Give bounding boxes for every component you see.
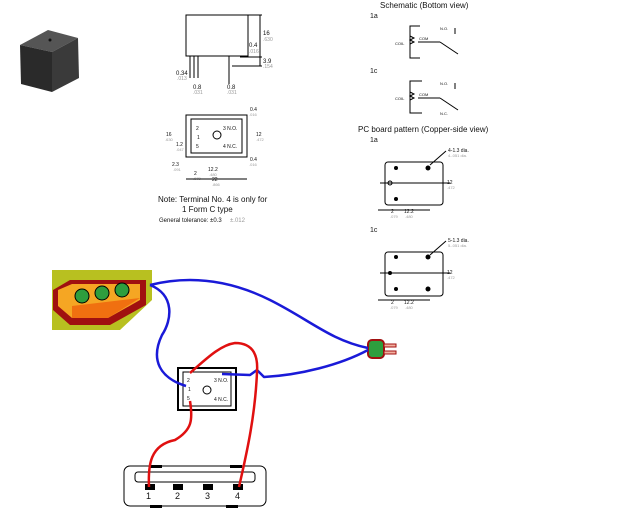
dim-top-in: .016 [249, 112, 258, 117]
power-strip-icon [52, 270, 152, 330]
dim-23: 2.3 [172, 162, 179, 168]
wiring-pin-4: 4 N.C. [214, 397, 228, 403]
pcb-title: PC board pattern (Copper-side view) [358, 125, 489, 134]
pcb-1a-dim-12-in: .472 [447, 185, 456, 190]
pcb-1c-dim-2-in: .079 [390, 305, 399, 310]
com-1a: COM [419, 36, 428, 41]
dim-bottom-in: .016 [249, 162, 258, 167]
dim-pin-w-in: .013 [177, 76, 187, 82]
dim-12: 1.2 [176, 142, 183, 148]
plug-icon [367, 339, 397, 359]
usb-pin-3: 3 [205, 491, 210, 501]
dim-pin-b: 0.8 [227, 85, 236, 91]
schematic-1a: 1a [370, 13, 378, 20]
dim-22: 22 [212, 177, 218, 183]
tolerance: General tolerance: ±0.3 [159, 218, 222, 224]
red-wire-relay-to-usb1 [147, 400, 193, 488]
dim-pin-w: 0.34 [176, 71, 188, 77]
no-1c: N.O. [440, 81, 448, 86]
pin-5-label: 5 [196, 144, 199, 150]
dim-left: 16 [166, 132, 172, 138]
dim-2: 2 [194, 171, 197, 177]
blue-wire-strip-to-relay [149, 283, 187, 388]
dim-122: 12.2 [208, 167, 218, 173]
tolerance-in: ±.012 [230, 218, 246, 224]
schematic: Schematic (Bottom view) 1a COIL COM N.O.… [370, 1, 469, 116]
dim-122-in: .480 [209, 172, 218, 177]
usb-pin-1: 1 [146, 491, 151, 501]
dim-height-in: .630 [263, 37, 273, 43]
blue-wire-strip-to-plug [149, 278, 369, 350]
pcb-1c-dim-12: 12 [447, 270, 453, 276]
nc-1c: N.C. [440, 111, 448, 116]
pcb-1a-dim-2-in: .079 [390, 214, 399, 219]
schematic-title: Schematic (Bottom view) [380, 1, 469, 10]
holes-1a: 4-1.3 dia. [448, 148, 469, 154]
pcb-1a: 1a [370, 137, 378, 144]
schematic-1c: 1c [370, 68, 378, 75]
note-line-1: Note: Terminal No. 4 is only for [158, 195, 268, 204]
dim-right-in: .472 [256, 137, 265, 142]
holes-1c-in: 5-.051 dia. [448, 243, 467, 248]
usb-pin-2: 2 [175, 491, 180, 501]
pin-4-label: 4 N.C. [223, 144, 237, 150]
coil-1a: COIL [395, 41, 405, 46]
holes-1c: 5-1.3 dia. [448, 238, 469, 244]
coil-1c: COIL [395, 96, 405, 101]
red-wire-relay-to-usb4 [189, 341, 259, 488]
pcb-1c-dim-12-in: .472 [447, 275, 456, 280]
wiring-pin-5: 5 [187, 396, 190, 402]
dim-pin-in: .154 [263, 64, 273, 70]
holes-1a-in: 4-.051 dia. [448, 153, 467, 158]
wiring-pin-2: 2 [187, 378, 190, 384]
usb-connector: 1 2 3 4 [123, 465, 267, 508]
usb-pin-4: 4 [235, 491, 240, 501]
relay-photo [20, 30, 79, 92]
pin-1-label: 1 [197, 135, 200, 141]
dim-gap: 0.4 [249, 43, 258, 49]
pcb-1c-dim-122: 12.2 [404, 300, 414, 306]
wiring-pin-1: 1 [188, 387, 191, 393]
pcb-1c-dim-122-in: .480 [405, 305, 414, 310]
blue-wire-relay-to-plug [221, 348, 369, 379]
dim-bottom: 0.4 [250, 157, 257, 163]
dim-top: 0.4 [250, 107, 257, 113]
pcb-1c-dim-2: 2 [391, 300, 394, 306]
pcb-1a-dim-12: 12 [447, 180, 453, 186]
pcb-1a-dim-122-in: .480 [405, 214, 414, 219]
bottom-view-drawing: 2 1 5 3 N.O. 4 N.C. 16 .630 1.2 .047 0.4… [165, 107, 265, 187]
pin-2-label: 2 [196, 126, 199, 132]
dim-22-in: .866 [212, 182, 221, 187]
dim-pin-b-in: .031 [227, 90, 237, 96]
dim-23-in: .091 [173, 167, 182, 172]
dim-gap-in: .016 [249, 49, 259, 55]
pcb-1a-dim-122: 12.2 [404, 209, 414, 215]
dim-pin: 3.9 [263, 59, 272, 65]
pin-3-label: 3 N.O. [223, 126, 237, 132]
wiring-pin-3: 3 N.O. [214, 378, 228, 384]
dim-left-in: .630 [165, 137, 174, 142]
dim-pin-a: 0.8 [193, 85, 202, 91]
dim-right: 12 [256, 132, 262, 138]
dim-12-in: .047 [176, 147, 185, 152]
com-1c: COM [419, 92, 428, 97]
note-line-2: 1 Form C type [182, 205, 233, 214]
pcb-pattern: PC board pattern (Copper-side view) 1a 4… [358, 125, 489, 310]
dim-pin-a-in: .031 [193, 90, 203, 96]
pcb-1c: 1c [370, 227, 378, 234]
dim-height: 16 [263, 31, 270, 37]
pcb-1a-dim-2: 2 [391, 209, 394, 215]
side-view-drawing: 16 .630 0.4 .016 3.9 .154 0.34 .013 0.8 … [176, 14, 273, 96]
no-1a: N.O. [440, 26, 448, 31]
